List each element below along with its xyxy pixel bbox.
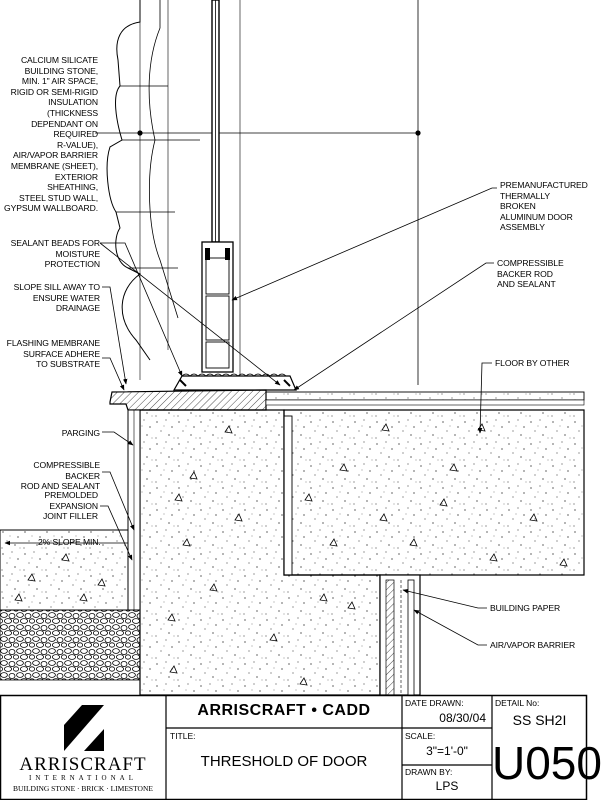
logo-sub: INTERNATIONAL [29, 774, 137, 782]
logo-tagline: BUILDING STONE · BRICK · LIMESTONE [13, 784, 153, 793]
stone-sill [109, 389, 585, 411]
label-expansion-joint: PREMOLDED EXPANSION JOINT FILLER [43, 490, 98, 522]
scale-label: SCALE: [405, 731, 436, 741]
date-value: 08/30/04 [439, 711, 486, 725]
label-floor: FLOOR BY OTHER [495, 358, 570, 368]
label-sealant-beads: SEALANT BEADS FOR MOISTURE PROTECTION [10, 238, 100, 270]
label-flashing: FLASHING MEMBRANE SURFACE ADHERE TO SUBS… [6, 338, 100, 370]
label-door-assembly: PREMANUFACTURED THERMALLY BROKEN ALUMINU… [500, 180, 588, 233]
label-parging: PARGING [61, 428, 100, 438]
label-slope: 2% SLOPE MIN. [38, 537, 101, 547]
arriscraft-logo-mark [64, 705, 104, 751]
section-drawing [0, 0, 585, 696]
title-block: ARRISCRAFT INTERNATIONAL BUILDING STONE … [0, 694, 602, 800]
aggregate [14, 423, 568, 686]
label-building-paper: BUILDING PAPER [490, 603, 561, 613]
drawn-by-label: DRAWN BY: [405, 767, 453, 777]
leader-lines [99, 187, 497, 646]
drawing-title: THRESHOLD OF DOOR [200, 753, 368, 770]
company-name: ARRISCRAFT • CADD [197, 702, 371, 719]
stone-wall [106, 0, 200, 380]
threshold [172, 373, 297, 391]
detail-number: U050 [492, 737, 602, 789]
label-backer-rod-right: COMPRESSIBLE BACKER ROD AND SEALANT [497, 258, 564, 290]
label-slope-sill: SLOPE SILL AWAY TO ENSURE WATER DRAINAGE [13, 282, 101, 314]
door-assembly [201, 0, 234, 373]
interior-wall-base [379, 574, 421, 696]
detail-sub: SS SH2I [512, 712, 567, 728]
label-air-vapor-barrier: AIR/VAPOR BARRIER [490, 640, 576, 650]
detail-label: DETAIL No: [495, 698, 540, 708]
date-label: DATE DRAWN: [405, 698, 464, 708]
title-label: TITLE: [170, 731, 196, 741]
title-block-frame [0, 694, 588, 800]
label-backer-rod-left: COMPRESSIBLE BACKER ROD AND SEALANT [20, 460, 100, 492]
label-wall-assembly: CALCIUM SILICATE BUILDING STONE, MIN. 1"… [4, 55, 98, 214]
logo-name: ARRISCRAFT [19, 754, 147, 775]
drawn-by-value: LPS [435, 779, 459, 793]
exterior-grade [0, 529, 141, 681]
scale-value: 3"=1'-0" [426, 744, 468, 758]
concrete-slab [283, 409, 585, 576]
